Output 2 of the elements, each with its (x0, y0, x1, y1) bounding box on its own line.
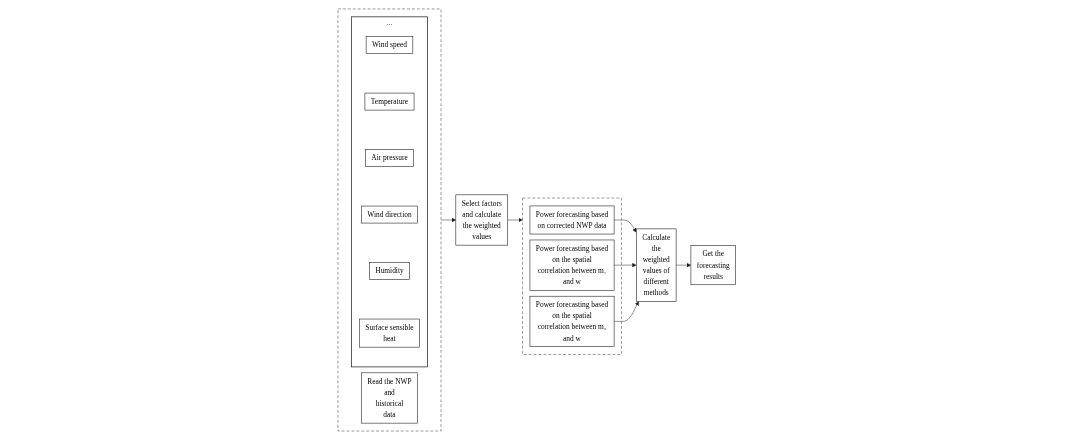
cluster (522, 197, 622, 355)
cluster (337, 8, 441, 432)
